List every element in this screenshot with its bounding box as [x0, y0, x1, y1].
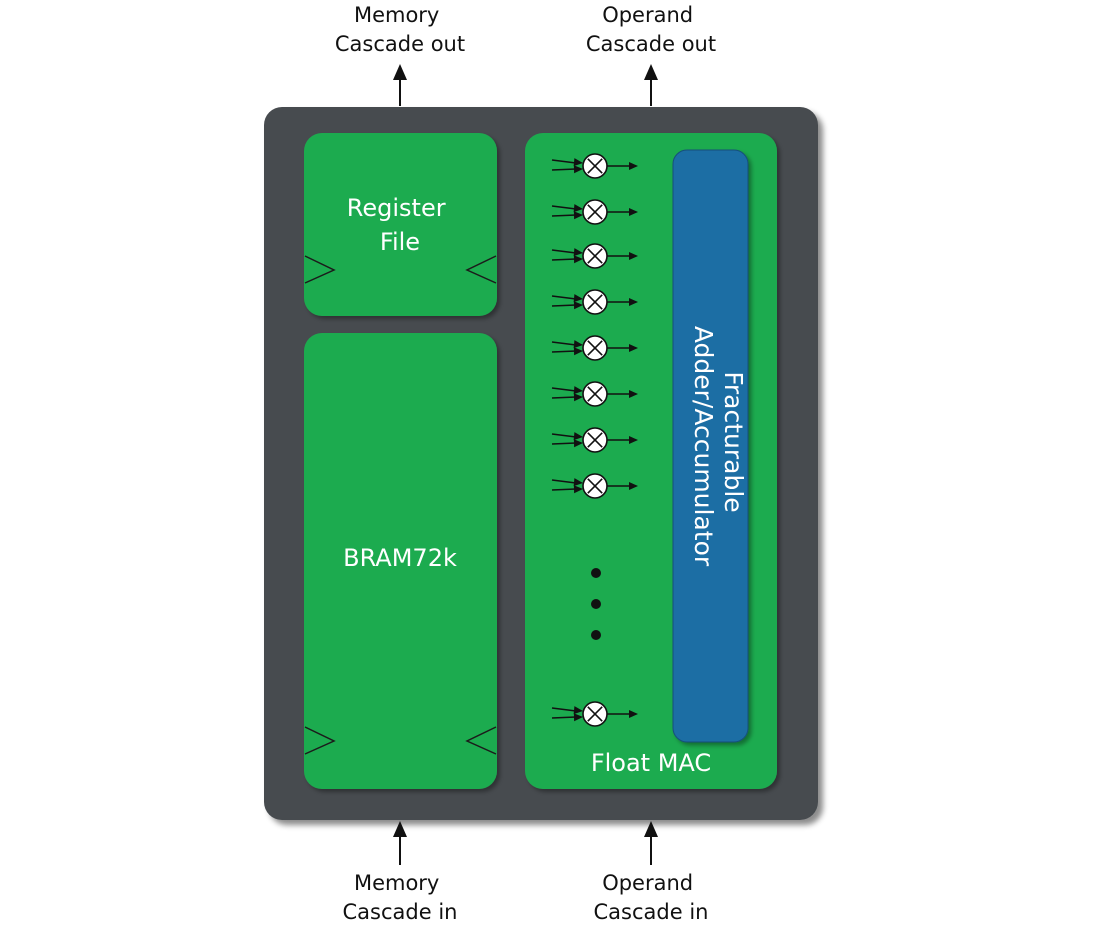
- multiplier-array: [551, 153, 638, 727]
- accumulator-label: Fracturable Adder/Accumulator: [689, 326, 748, 567]
- memory-cascade-in-label: Memory Cascade in: [343, 871, 458, 924]
- multiplier-icon: [551, 243, 638, 269]
- multiplier-icon: [551, 701, 638, 727]
- memory-cascade-out-label: Memory Cascade out: [335, 3, 465, 56]
- ellipsis-dots: [591, 568, 601, 640]
- accumulator-block: Fracturable Adder/Accumulator: [672, 149, 749, 743]
- register-file-block: Register File: [304, 133, 497, 316]
- register-file-label: Register File: [347, 194, 453, 256]
- multiplier-icon: [551, 473, 638, 499]
- multiplier-icon: [551, 199, 638, 225]
- operand-cascade-in-label: Operand Cascade in: [594, 871, 709, 924]
- operand-cascade-out-label: Operand Cascade out: [586, 3, 716, 56]
- memory-cascade-in-arrow: [393, 821, 407, 865]
- float-mac-label: Float MAC: [591, 749, 711, 777]
- multiplier-icon: [551, 427, 638, 453]
- operand-cascade-in-arrow: [644, 821, 658, 865]
- multiplier-icon: [551, 381, 638, 407]
- multiplier-icon: [551, 289, 638, 315]
- multiplier-icon: [551, 335, 638, 361]
- bram-block: BRAM72k: [304, 333, 497, 789]
- memory-cascade-out-arrow: [393, 64, 407, 106]
- bram-label: BRAM72k: [343, 544, 457, 572]
- operand-cascade-out-arrow: [644, 64, 658, 106]
- multiplier-icon: [551, 153, 638, 179]
